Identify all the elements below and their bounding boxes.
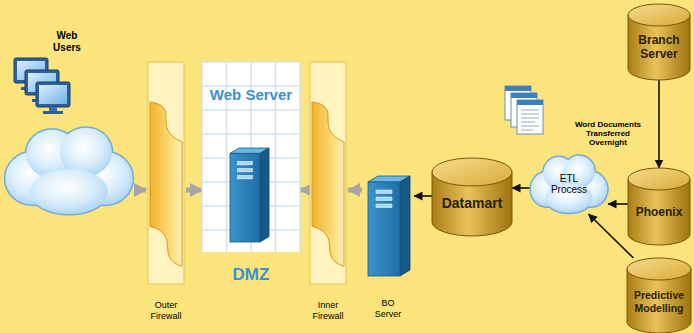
node-text: Predictive Modelling bbox=[629, 289, 689, 313]
database-cylinder: Phoenix bbox=[628, 168, 690, 245]
cloud-fill bbox=[30, 169, 108, 214]
shape-group bbox=[628, 168, 690, 245]
flow-arrow bbox=[300, 188, 308, 193]
database-cylinder: Predictive Modelling bbox=[627, 258, 691, 333]
shape-group bbox=[432, 158, 512, 236]
node-text: Inner Firewall bbox=[310, 300, 346, 321]
graphic-part bbox=[517, 100, 543, 105]
note-label: Word Documents Transferred Overnight bbox=[566, 120, 650, 148]
drive-slot bbox=[238, 175, 253, 179]
monitor-frame bbox=[36, 82, 70, 107]
grid-line bbox=[202, 133, 300, 135]
firewall-frame bbox=[310, 62, 346, 284]
firewall-panel-shape bbox=[146, 62, 186, 324]
firewall-panel: Outer Firewall bbox=[146, 62, 186, 324]
shape-group bbox=[368, 176, 410, 276]
firewall-sheet bbox=[150, 102, 182, 266]
tower-front bbox=[368, 182, 400, 276]
shape-group bbox=[627, 258, 691, 333]
node-text: Datamart bbox=[442, 195, 503, 211]
monitor-stand bbox=[49, 107, 57, 111]
drive-slot bbox=[376, 197, 392, 201]
graphic-part bbox=[517, 100, 543, 134]
cloud-outline bbox=[30, 169, 108, 214]
monitor-base bbox=[43, 111, 63, 114]
graphic-part bbox=[505, 86, 531, 91]
cylinder-top bbox=[432, 158, 512, 186]
graphic-part bbox=[517, 100, 543, 134]
tower-side bbox=[400, 176, 410, 276]
flow-arrow bbox=[134, 188, 146, 193]
cylinder-top bbox=[627, 258, 691, 280]
flow-arrow bbox=[348, 188, 362, 193]
shape-group bbox=[628, 4, 690, 80]
shape-group bbox=[531, 156, 607, 213]
node-text: Web Users bbox=[50, 30, 84, 53]
cylinder-top bbox=[628, 4, 690, 26]
flow-arrow bbox=[589, 214, 634, 258]
drive-slot bbox=[238, 168, 253, 172]
node-text: ETL Process bbox=[547, 173, 591, 196]
shape-group bbox=[148, 62, 184, 284]
monitor-screen bbox=[39, 85, 67, 104]
computer-icon bbox=[36, 82, 70, 114]
server-tower: BO Server bbox=[362, 172, 414, 322]
tower-side bbox=[260, 148, 269, 242]
dmz-grid bbox=[202, 62, 300, 252]
shape-group bbox=[310, 62, 346, 284]
web-users-group: Web Users bbox=[4, 28, 134, 218]
node-text: Phoenix bbox=[636, 206, 683, 220]
node-text: Outer Firewall bbox=[148, 300, 184, 321]
drive-slot bbox=[376, 204, 392, 208]
firewall-sheet bbox=[312, 102, 344, 266]
tower-front bbox=[230, 153, 260, 242]
shape-group bbox=[202, 62, 300, 252]
graphic-part bbox=[521, 110, 539, 130]
process-cloud: ETL Process bbox=[530, 152, 608, 214]
drive-slot bbox=[238, 161, 253, 165]
grid-line bbox=[202, 61, 300, 63]
flow-arrow bbox=[414, 195, 432, 197]
grid-line bbox=[299, 62, 301, 252]
node-text: BO Server bbox=[373, 298, 403, 319]
firewall-frame bbox=[148, 62, 184, 284]
node-text: DMZ bbox=[233, 265, 270, 285]
grid-line bbox=[202, 109, 300, 111]
firewall-panel-shape bbox=[308, 62, 348, 324]
flow-arrow bbox=[512, 187, 530, 189]
firewall-panel: Inner Firewall bbox=[308, 62, 348, 324]
node-text: Branch Server bbox=[633, 34, 685, 62]
drive-slot bbox=[376, 190, 392, 194]
shape-group bbox=[5, 58, 132, 214]
web-users-group-shape bbox=[4, 28, 134, 218]
word-documents-icon bbox=[505, 86, 543, 134]
database-cylinder: Branch Server bbox=[628, 4, 690, 80]
cylinder-top bbox=[628, 168, 690, 190]
node-text: Web Server bbox=[210, 86, 292, 103]
grid-line bbox=[201, 62, 203, 252]
database-cylinder: Datamart bbox=[432, 158, 512, 236]
web-server-zone: Web ServerDMZ bbox=[202, 62, 300, 287]
graphic-part bbox=[511, 93, 537, 98]
flow-arrow bbox=[608, 203, 628, 205]
flow-arrow bbox=[186, 188, 202, 193]
flow-arrow bbox=[658, 80, 660, 168]
